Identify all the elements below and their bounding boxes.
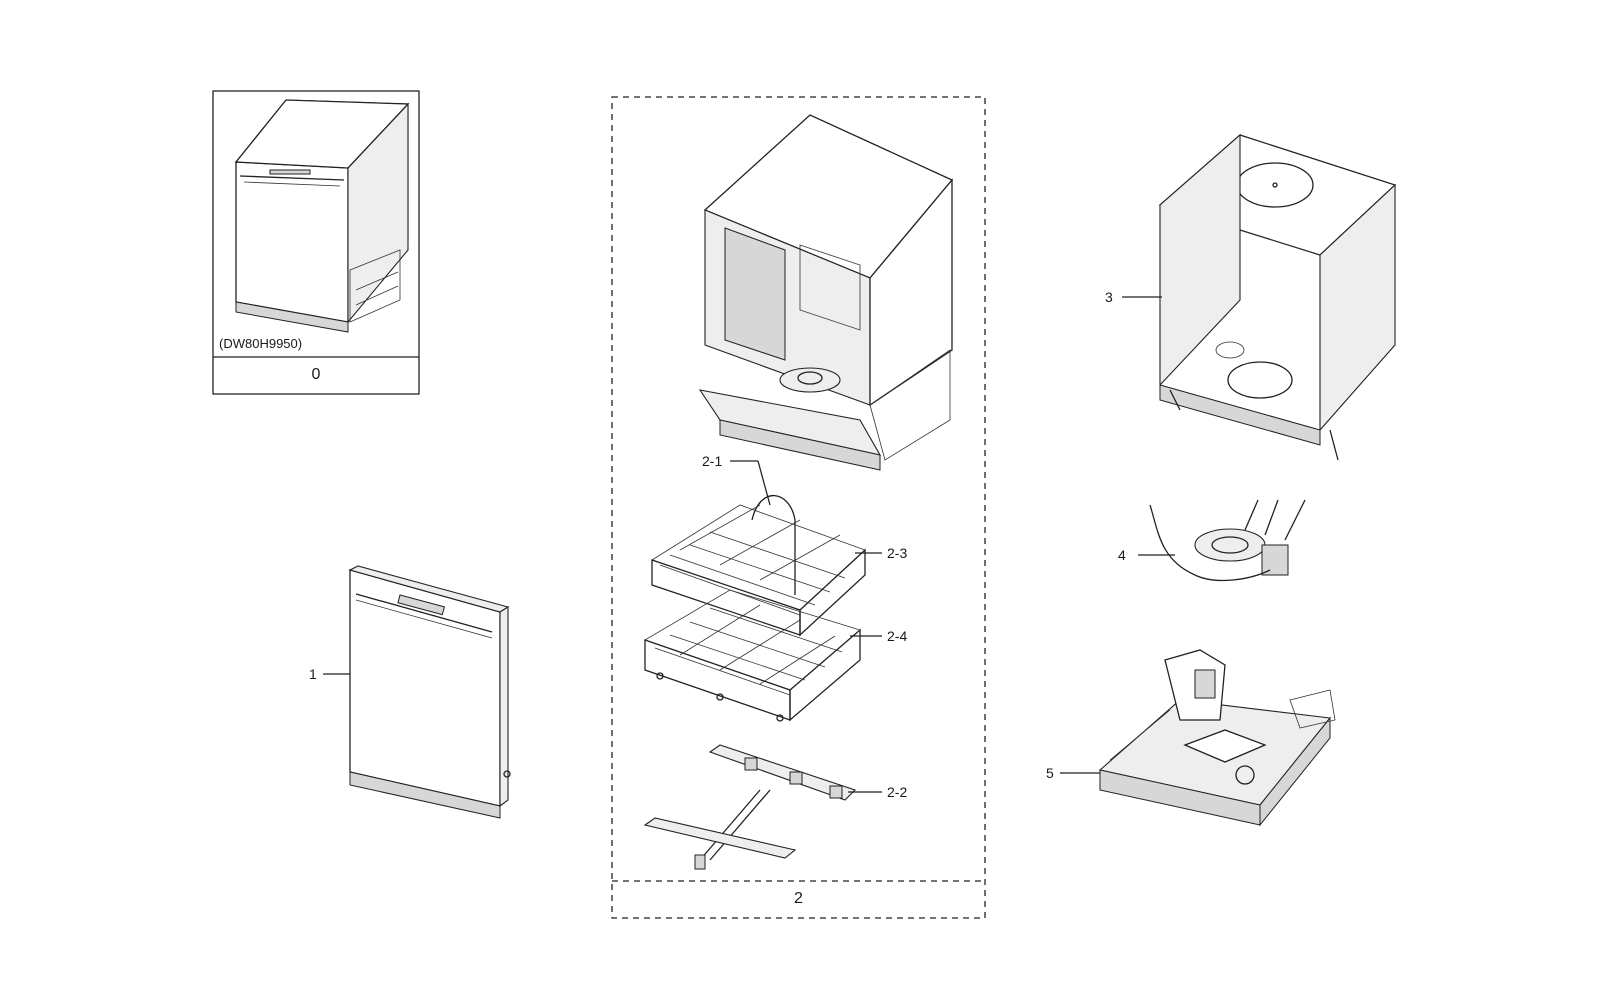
callout-5: 5 bbox=[1046, 765, 1054, 781]
dishwasher-assembly-icon bbox=[234, 99, 410, 333]
spray-arm-icon bbox=[643, 744, 857, 870]
hose-harness-icon bbox=[1149, 499, 1306, 582]
callout-1: 1 bbox=[309, 666, 317, 682]
upper-rack-icon bbox=[651, 494, 866, 637]
cabinet-frame-icon bbox=[1158, 133, 1397, 461]
group-label-0: 0 bbox=[311, 366, 321, 383]
leader-2-1b bbox=[757, 460, 771, 506]
lower-rack-icon bbox=[644, 589, 861, 722]
group-box-0 bbox=[212, 90, 420, 395]
group-box-2 bbox=[611, 96, 986, 919]
model-number-label: (DW80H9950) bbox=[219, 336, 303, 351]
callout-2-1: 2-1 bbox=[702, 453, 723, 469]
callout-3: 3 bbox=[1105, 289, 1113, 305]
callout-2-2: 2-2 bbox=[887, 784, 908, 800]
tub-icon bbox=[698, 114, 954, 471]
group-label-2: 2 bbox=[794, 890, 803, 907]
callout-4: 4 bbox=[1118, 547, 1126, 563]
callout-2-3: 2-3 bbox=[887, 545, 908, 561]
door-panel-icon bbox=[348, 565, 511, 819]
base-frame-icon bbox=[1098, 649, 1336, 827]
callout-2-4: 2-4 bbox=[887, 628, 908, 644]
